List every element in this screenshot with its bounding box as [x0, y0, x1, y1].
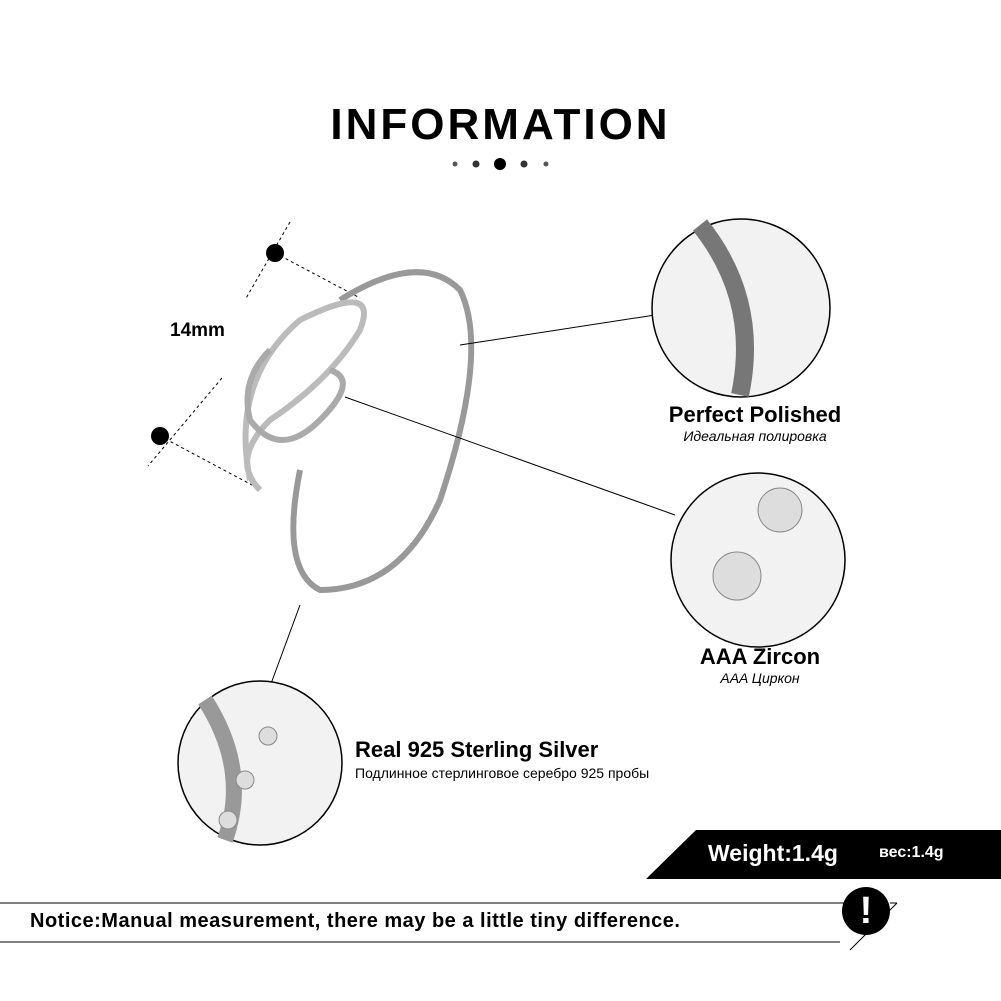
ring — [242, 269, 475, 594]
page-title: INFORMATION — [330, 100, 671, 149]
dimension-label: 14mm — [170, 320, 225, 341]
feature-sub: AAA Циркон — [720, 670, 800, 686]
pagination-dots — [452, 158, 549, 170]
feature-silver: Real 925 Sterling Silver Подлинное стерл… — [355, 737, 649, 781]
feature-sub: Подлинное стерлинговое серебро 925 пробы — [355, 765, 650, 781]
feature-label: AAA Zircon — [699, 644, 821, 669]
feature-zircon: AAA Zircon AAA Циркон — [605, 644, 915, 686]
exclamation-icon: ! — [842, 887, 890, 935]
weight-banner: Weight:1.4g вес:1.4g — [646, 830, 1001, 879]
feature-label: Real 925 Sterling Silver — [355, 737, 599, 762]
weight-label: Weight:1.4g — [708, 840, 838, 866]
feature-label: Perfect Polished — [668, 402, 842, 427]
dimension-markers — [147, 221, 361, 486]
notice-text: Notice:Manual measurement, there may be … — [30, 910, 681, 932]
feature-polished: Perfect Polished Идеальная полировка — [600, 402, 910, 444]
feature-sub: Идеальная полировка — [683, 428, 827, 444]
weight-label-ru: вес:1.4g — [879, 844, 944, 861]
